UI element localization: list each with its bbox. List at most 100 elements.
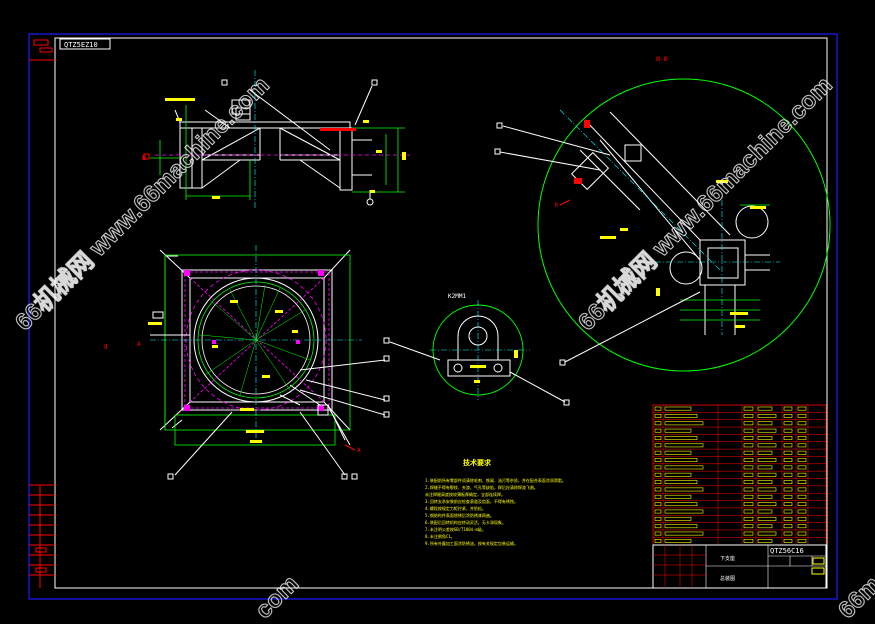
bom-cell-text bbox=[757, 516, 777, 521]
bom-cell-text bbox=[664, 487, 704, 492]
bom-cell-text bbox=[797, 502, 807, 507]
bom-cell-text bbox=[757, 414, 777, 418]
bom-cell-text bbox=[664, 458, 698, 462]
bom-cell-text bbox=[757, 406, 773, 411]
bom-cell-text bbox=[664, 436, 698, 440]
bom-cell-text bbox=[783, 450, 793, 455]
bom-cell-text bbox=[797, 509, 807, 514]
bom-cell-text bbox=[654, 487, 662, 492]
bom-cell-text bbox=[797, 421, 807, 426]
bom-cell-text bbox=[783, 531, 793, 536]
bom-cell-text bbox=[757, 450, 773, 455]
bom-cell-text bbox=[654, 421, 662, 426]
bom-cell-text bbox=[783, 421, 793, 426]
enlarged-detail-view: Ⅲ-Ⅲ bbox=[494, 56, 831, 372]
drawing-frame: QTZ5EZ10 bbox=[28, 33, 838, 600]
bom-cell-text bbox=[654, 472, 662, 477]
view-b-label: B bbox=[142, 154, 146, 162]
bom-cell-text bbox=[743, 406, 754, 411]
company-name: 总装图 bbox=[720, 575, 735, 582]
bom-cell-text bbox=[743, 480, 754, 485]
tech-line-1: 1.装配前所有零部件须清除毛刺、铁屑、油污等杂质，并在配合表面涂润滑脂。 bbox=[425, 477, 566, 483]
bom-cell-text bbox=[743, 516, 754, 521]
bom-cell-text bbox=[757, 428, 777, 433]
bom-cell-text bbox=[757, 472, 777, 477]
bom-cell-text bbox=[797, 414, 807, 418]
part-name: 下支座 bbox=[720, 555, 735, 562]
bom-cell-text bbox=[743, 436, 754, 440]
bom-cell-text bbox=[743, 524, 754, 529]
top-elevation-view: B bbox=[142, 70, 410, 210]
bom-cell-text bbox=[654, 494, 662, 499]
technical-requirements: 技术要求 1.装配前所有零部件须清除毛刺、铁屑、油污等杂质，并在配合表面涂润滑脂… bbox=[425, 458, 566, 546]
bom-cell-text bbox=[757, 494, 773, 499]
bom-cell-text bbox=[654, 538, 662, 543]
bom-cell-text bbox=[797, 494, 807, 499]
view-k-label: K bbox=[555, 202, 559, 209]
view-a2-label: A bbox=[357, 447, 361, 454]
bom-cell-text bbox=[743, 502, 754, 507]
bom-cell-text bbox=[743, 487, 754, 492]
drawing-number: QTZ56C16 bbox=[770, 547, 804, 555]
bom-cell-text bbox=[664, 414, 698, 418]
bom-cell-text bbox=[654, 502, 662, 507]
bom-cell-text bbox=[797, 465, 807, 470]
bom-cell-text bbox=[743, 494, 754, 499]
bom-cell-text bbox=[783, 494, 793, 499]
bom-cell-text bbox=[654, 414, 662, 418]
bom-cell-text bbox=[783, 443, 793, 448]
bom-cell-text bbox=[783, 524, 793, 529]
bom-cell-text bbox=[664, 406, 692, 411]
tech-line-2: 2.焊缝不得有裂纹、夹渣、气孔等缺陷，焊后应清除焊渣飞溅。 bbox=[425, 484, 538, 490]
bom-cell-text bbox=[743, 509, 754, 514]
bom-cell-text bbox=[757, 421, 773, 426]
bom-cell-text bbox=[797, 524, 807, 529]
bom-cell-text bbox=[797, 472, 807, 477]
drawing-code-box: QTZ5EZ10 bbox=[64, 41, 98, 49]
bom-cell-text bbox=[797, 516, 807, 521]
tech-line-10: 9.所有外露加工面涂防锈油，按有关规定包装运输。 bbox=[425, 540, 518, 546]
tech-line-3: 未注焊缝高度按较薄板厚确定，全部连续焊。 bbox=[425, 491, 505, 497]
bom-cell-text bbox=[783, 406, 793, 411]
bom-cell-text bbox=[654, 450, 662, 455]
bom-cell-text bbox=[783, 480, 793, 485]
bom-cell-text bbox=[743, 458, 754, 462]
bom-cell-text bbox=[797, 531, 807, 536]
watermark-1: 66机械网 www.66machine.com bbox=[10, 72, 275, 337]
bom-cell-text bbox=[654, 458, 662, 462]
bom-cell-text bbox=[783, 509, 793, 514]
tech-line-6: 5.钢结构件表面除锈后涂防锈漆两遍。 bbox=[425, 512, 494, 518]
bom-cell-text bbox=[797, 450, 807, 455]
tech-line-7: 6.装配后回转机构应转动灵活，无卡滞现象。 bbox=[425, 519, 506, 525]
tech-line-9: 8.未注倒角C1。 bbox=[425, 533, 455, 539]
bom-cell-text bbox=[654, 436, 662, 440]
bom-cell-text bbox=[797, 538, 807, 543]
bom-cell-text bbox=[757, 502, 777, 507]
bom-cell-text bbox=[664, 516, 692, 521]
bom-cell-text bbox=[664, 480, 698, 485]
bom-cell-text bbox=[654, 516, 662, 521]
bom-cell-text bbox=[664, 509, 704, 514]
bom-cell-text bbox=[664, 524, 698, 529]
bom-cell-text bbox=[783, 458, 793, 462]
bom-cell-text bbox=[743, 414, 754, 418]
bom-cell-text bbox=[743, 465, 754, 470]
bom-cell-text bbox=[797, 480, 807, 485]
bom-cell-text bbox=[757, 436, 773, 440]
title-block: QTZ56C16 下支座 总装图 bbox=[652, 544, 827, 589]
watermark-3: 66machine.com bbox=[833, 478, 875, 620]
bom-cell-text bbox=[664, 494, 692, 499]
bom-cell-text bbox=[743, 428, 754, 433]
bom-cell-text bbox=[757, 524, 773, 529]
bom-cell-text bbox=[743, 472, 754, 477]
bom-cell-text bbox=[743, 450, 754, 455]
bom-cell-text bbox=[654, 509, 662, 514]
bom-cell-text bbox=[654, 428, 662, 433]
bom-cell-text bbox=[757, 480, 773, 485]
bom-cell-text bbox=[664, 450, 692, 455]
bom-cell-text bbox=[743, 538, 754, 543]
bom-cell-text bbox=[664, 502, 698, 507]
detail-label: Ⅲ-Ⅲ bbox=[656, 56, 668, 63]
bom-cell-text bbox=[797, 406, 807, 411]
tech-line-4: 3.回转支承安装前应检查滚道及齿面，不得有锈蚀。 bbox=[425, 498, 518, 504]
